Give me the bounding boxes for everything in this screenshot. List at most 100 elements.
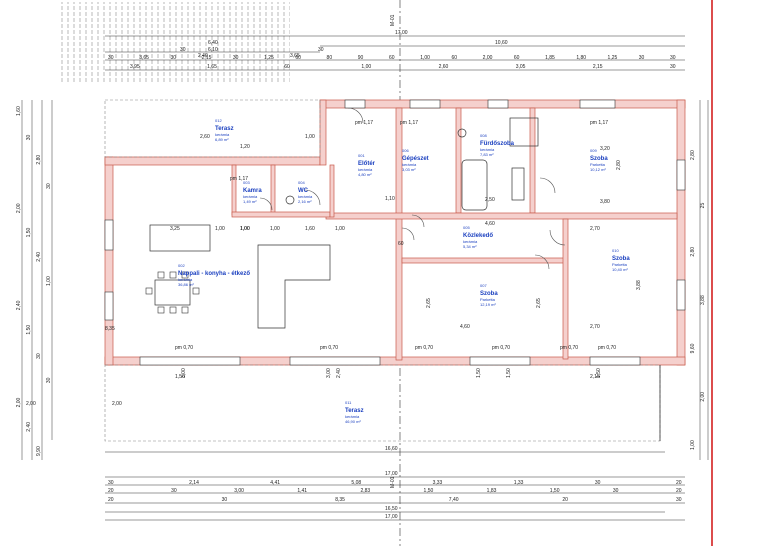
inner-dim-value: 1,60: [305, 226, 315, 232]
inner-dim-value: 3,00: [326, 368, 332, 378]
room-area: 7,83 m²: [480, 152, 494, 157]
inner-dim-value: 2,60: [200, 134, 210, 140]
left-dims: 1,60302,80302,001,502,401,002,401,503030…: [16, 106, 52, 456]
bottom-dim-value: 1,50: [550, 488, 560, 494]
room-area: 10,12 m²: [590, 167, 606, 172]
inner-dim-value: 4,60: [460, 324, 470, 330]
room-name: Fürdőszoba: [480, 141, 515, 147]
bottom-dim-value: 2,83: [360, 488, 370, 494]
bottom-dim-17-00: 17,00: [385, 514, 398, 520]
section-mark-top: M-01: [390, 14, 396, 26]
pm-label: pm 0,70: [598, 345, 616, 351]
windows: [104, 99, 686, 366]
room-code: 003: [243, 180, 250, 185]
top-dim-value: 1,65: [207, 64, 217, 70]
inner-dim-value: 1,00: [270, 226, 280, 232]
bottom-dim-value: 30: [595, 480, 601, 486]
terrace-rear: [104, 99, 321, 158]
right-dim-value: 2,80: [690, 247, 696, 257]
inner-dim-value: 8,35: [105, 326, 115, 332]
room-area: 36,86 m²: [178, 282, 194, 287]
svg-text:6,10: 6,10: [208, 47, 218, 53]
inner-dim-value: 2,00: [26, 401, 36, 407]
bottom-dim-value: 1,33: [514, 480, 524, 486]
bottom-dim-value: 1,83: [487, 488, 497, 494]
left-dim-value: 30: [36, 353, 42, 359]
top-dim-value: 1,25: [608, 55, 618, 61]
inner-dim-value: 2,00: [112, 401, 122, 407]
pm-label: pm 1,17: [590, 120, 608, 126]
pm-label: pm 1,17: [400, 120, 418, 126]
pm-label: pm 0,70: [175, 345, 193, 351]
inner-dim-value: 2,40: [336, 368, 342, 378]
top-dim-value: 30: [108, 55, 114, 61]
inner-dim-value: 2,70: [590, 324, 600, 330]
top-dim-value: 60: [514, 55, 520, 61]
bottom-dim-value: 2,14: [189, 480, 199, 486]
title-tick-grid: [60, 2, 290, 82]
top-dim-value: 1,00: [420, 55, 430, 61]
top-dim-value: 90: [358, 55, 364, 61]
inner-dim-value: 2,50: [485, 197, 495, 203]
inner-dim-value: 1,50: [175, 374, 185, 380]
kitchen-island: [149, 224, 211, 252]
inner-dim-value: 1,00: [335, 226, 345, 232]
top-dim-value: 2,15: [202, 55, 212, 61]
room-area: 5,34 m²: [463, 244, 477, 249]
room-code: 001: [358, 153, 365, 158]
bottom-dim-value: 30: [613, 488, 619, 494]
left-dim-value: 2,00: [16, 203, 22, 213]
room-floor: kerámia: [178, 277, 193, 282]
room-name: Szoba: [480, 291, 498, 297]
room-code: 008: [480, 133, 487, 138]
room-floor: Parketta: [612, 262, 628, 267]
pm-label: pm 0,70: [492, 345, 510, 351]
bottom-dim-value: 30: [222, 497, 228, 503]
bottom-dim-value: 20: [108, 488, 114, 494]
top-dim-value: 80: [327, 55, 333, 61]
inner-dim-value: 3,20: [600, 146, 610, 152]
top-dim-value: 2,60: [439, 64, 449, 70]
pm-label: pm 0,70: [415, 345, 433, 351]
bottom-dim-value: 4,41: [270, 480, 280, 486]
right-dim-value: 3,88: [700, 295, 706, 305]
room-name: Szoba: [590, 156, 608, 162]
dimension-lines: [21, 35, 709, 521]
bottom-dim-value: 20: [676, 480, 682, 486]
room-floor: Parketta: [590, 162, 606, 167]
inner-dim-value: 1,50: [506, 368, 512, 378]
inner-dim-value: 2,15: [590, 374, 600, 380]
room-floor: kerámia: [243, 194, 258, 199]
bottom-dim-value: 1,41: [297, 488, 307, 494]
left-dim-value: 2,40: [36, 252, 42, 262]
room-area: 10,40 m²: [612, 267, 628, 272]
pm-label: pm 1,17: [230, 176, 248, 182]
terrace-front: [104, 364, 661, 442]
right-dim-value: 1,00: [690, 440, 696, 450]
bottom-dim-value: 1,50: [424, 488, 434, 494]
room-code: 002: [178, 263, 185, 268]
bottom-dim-value: 5,08: [351, 480, 361, 486]
room-area: 4,80 m²: [358, 172, 372, 177]
toilet: [457, 128, 467, 138]
inner-dim-value: 1,10: [385, 196, 395, 202]
room-name: Terasz: [215, 126, 234, 132]
room-name: Kamra: [243, 188, 262, 194]
room-name: Terasz: [345, 408, 364, 414]
bottom-dim-value: 30: [171, 488, 177, 494]
room-name: Gépészet: [402, 156, 429, 162]
room-code: 012: [215, 118, 222, 123]
bottom-dim-total: 17,00: [385, 471, 398, 477]
room-name: Szoba: [612, 256, 630, 262]
bottom-dim-value: 20: [562, 497, 568, 503]
top-dim-value: 1,25: [264, 55, 274, 61]
inner-dim-value: 2,70: [590, 226, 600, 232]
room-name: WC: [298, 188, 309, 194]
left-dim-value: 9,90: [36, 446, 42, 456]
